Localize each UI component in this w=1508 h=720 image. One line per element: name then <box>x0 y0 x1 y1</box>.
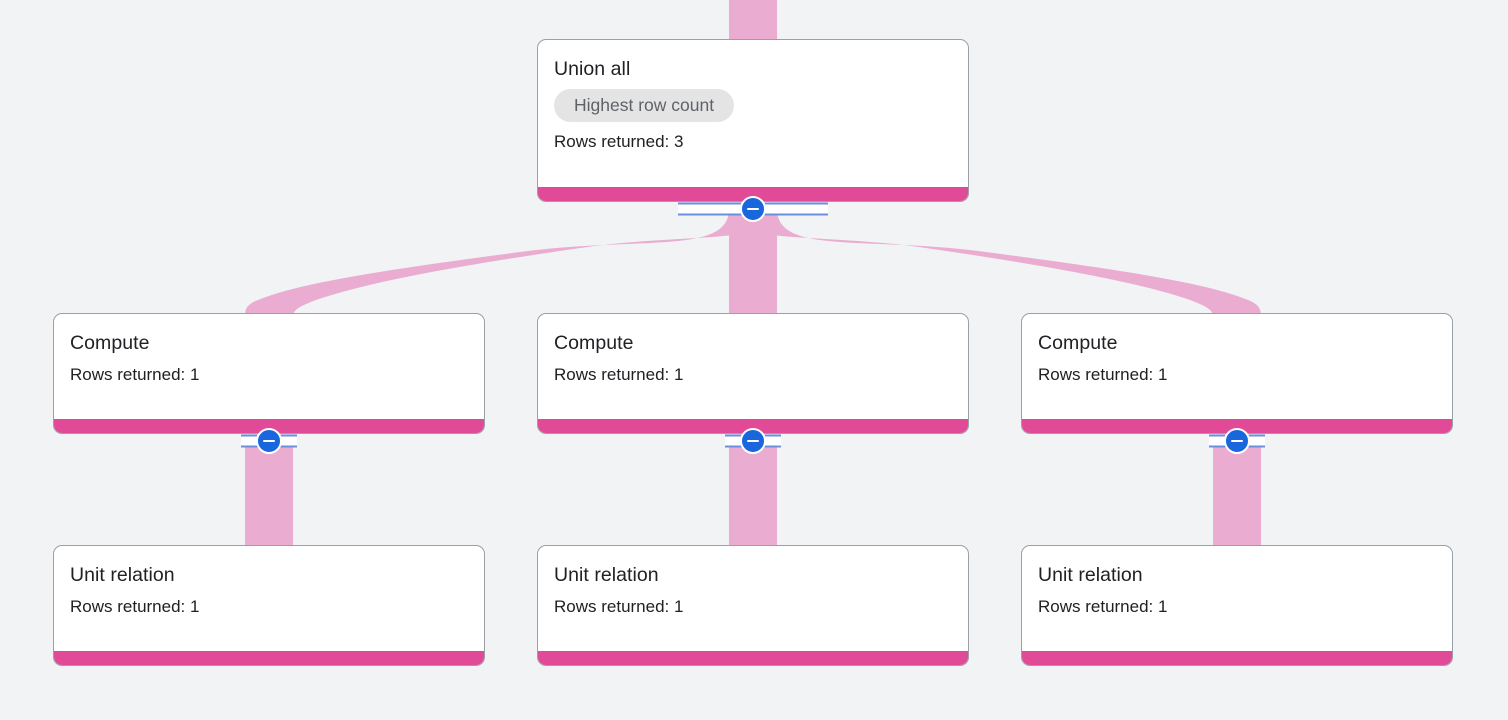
edge-union-to-compute-3 <box>729 209 1261 316</box>
node-unit-relation-1[interactable]: Unit relation Rows returned: 1 <box>53 545 485 666</box>
node-title: Union all <box>554 58 631 80</box>
edge-union-to-compute-2 <box>729 209 777 316</box>
edge-compute-3-to-unit-3 <box>1213 441 1261 545</box>
node-unit-relation-2[interactable]: Unit relation Rows returned: 1 <box>537 545 969 666</box>
collapse-toggle-compute-2[interactable] <box>725 428 781 454</box>
edge-incoming-top <box>729 0 777 39</box>
minus-circle-icon[interactable] <box>256 428 282 454</box>
node-accent-bar <box>1022 419 1452 433</box>
node-title: Compute <box>554 332 634 354</box>
node-accent-bar <box>1022 651 1452 665</box>
node-body: Compute Rows returned: 1 <box>54 314 484 419</box>
node-rows-returned: Rows returned: 3 <box>554 132 684 151</box>
node-title: Unit relation <box>70 564 175 586</box>
node-rows-returned: Rows returned: 1 <box>70 365 200 384</box>
node-unit-relation-3[interactable]: Unit relation Rows returned: 1 <box>1021 545 1453 666</box>
node-title: Compute <box>1038 332 1118 354</box>
node-union-all[interactable]: Union all Highest row count Rows returne… <box>537 39 969 202</box>
node-body: Union all Highest row count Rows returne… <box>538 40 968 187</box>
minus-circle-icon[interactable] <box>740 196 766 222</box>
node-compute-1[interactable]: Compute Rows returned: 1 <box>53 313 485 434</box>
node-rows-returned: Rows returned: 1 <box>1038 597 1168 616</box>
node-rows-returned: Rows returned: 1 <box>70 597 200 616</box>
minus-glyph <box>747 207 759 211</box>
collapse-toggle-compute-1[interactable] <box>241 428 297 454</box>
node-accent-bar <box>538 419 968 433</box>
node-title: Unit relation <box>1038 564 1143 586</box>
node-body: Compute Rows returned: 1 <box>1022 314 1452 419</box>
node-accent-bar <box>538 187 968 201</box>
node-title: Unit relation <box>554 564 659 586</box>
node-rows-returned: Rows returned: 1 <box>1038 365 1168 384</box>
minus-glyph <box>1231 439 1243 443</box>
node-compute-3[interactable]: Compute Rows returned: 1 <box>1021 313 1453 434</box>
collapse-toggle-compute-3[interactable] <box>1209 428 1265 454</box>
node-badge-highest-row-count: Highest row count <box>554 89 735 122</box>
collapse-toggle-union-all[interactable] <box>678 196 828 222</box>
node-rows-returned: Rows returned: 1 <box>554 365 684 384</box>
node-accent-bar <box>54 651 484 665</box>
minus-circle-icon[interactable] <box>1224 428 1250 454</box>
node-compute-2[interactable]: Compute Rows returned: 1 <box>537 313 969 434</box>
edge-compute-2-to-unit-2 <box>729 441 777 545</box>
node-accent-bar <box>538 651 968 665</box>
node-body: Unit relation Rows returned: 1 <box>54 546 484 651</box>
node-title: Compute <box>70 332 150 354</box>
minus-glyph <box>263 439 275 443</box>
node-rows-returned: Rows returned: 1 <box>554 597 684 616</box>
minus-circle-icon[interactable] <box>740 428 766 454</box>
edge-union-to-compute-1 <box>245 209 777 316</box>
node-body: Unit relation Rows returned: 1 <box>538 546 968 651</box>
minus-glyph <box>747 439 759 443</box>
node-body: Compute Rows returned: 1 <box>538 314 968 419</box>
edge-compute-1-to-unit-1 <box>245 441 293 545</box>
node-accent-bar <box>54 419 484 433</box>
node-body: Unit relation Rows returned: 1 <box>1022 546 1452 651</box>
